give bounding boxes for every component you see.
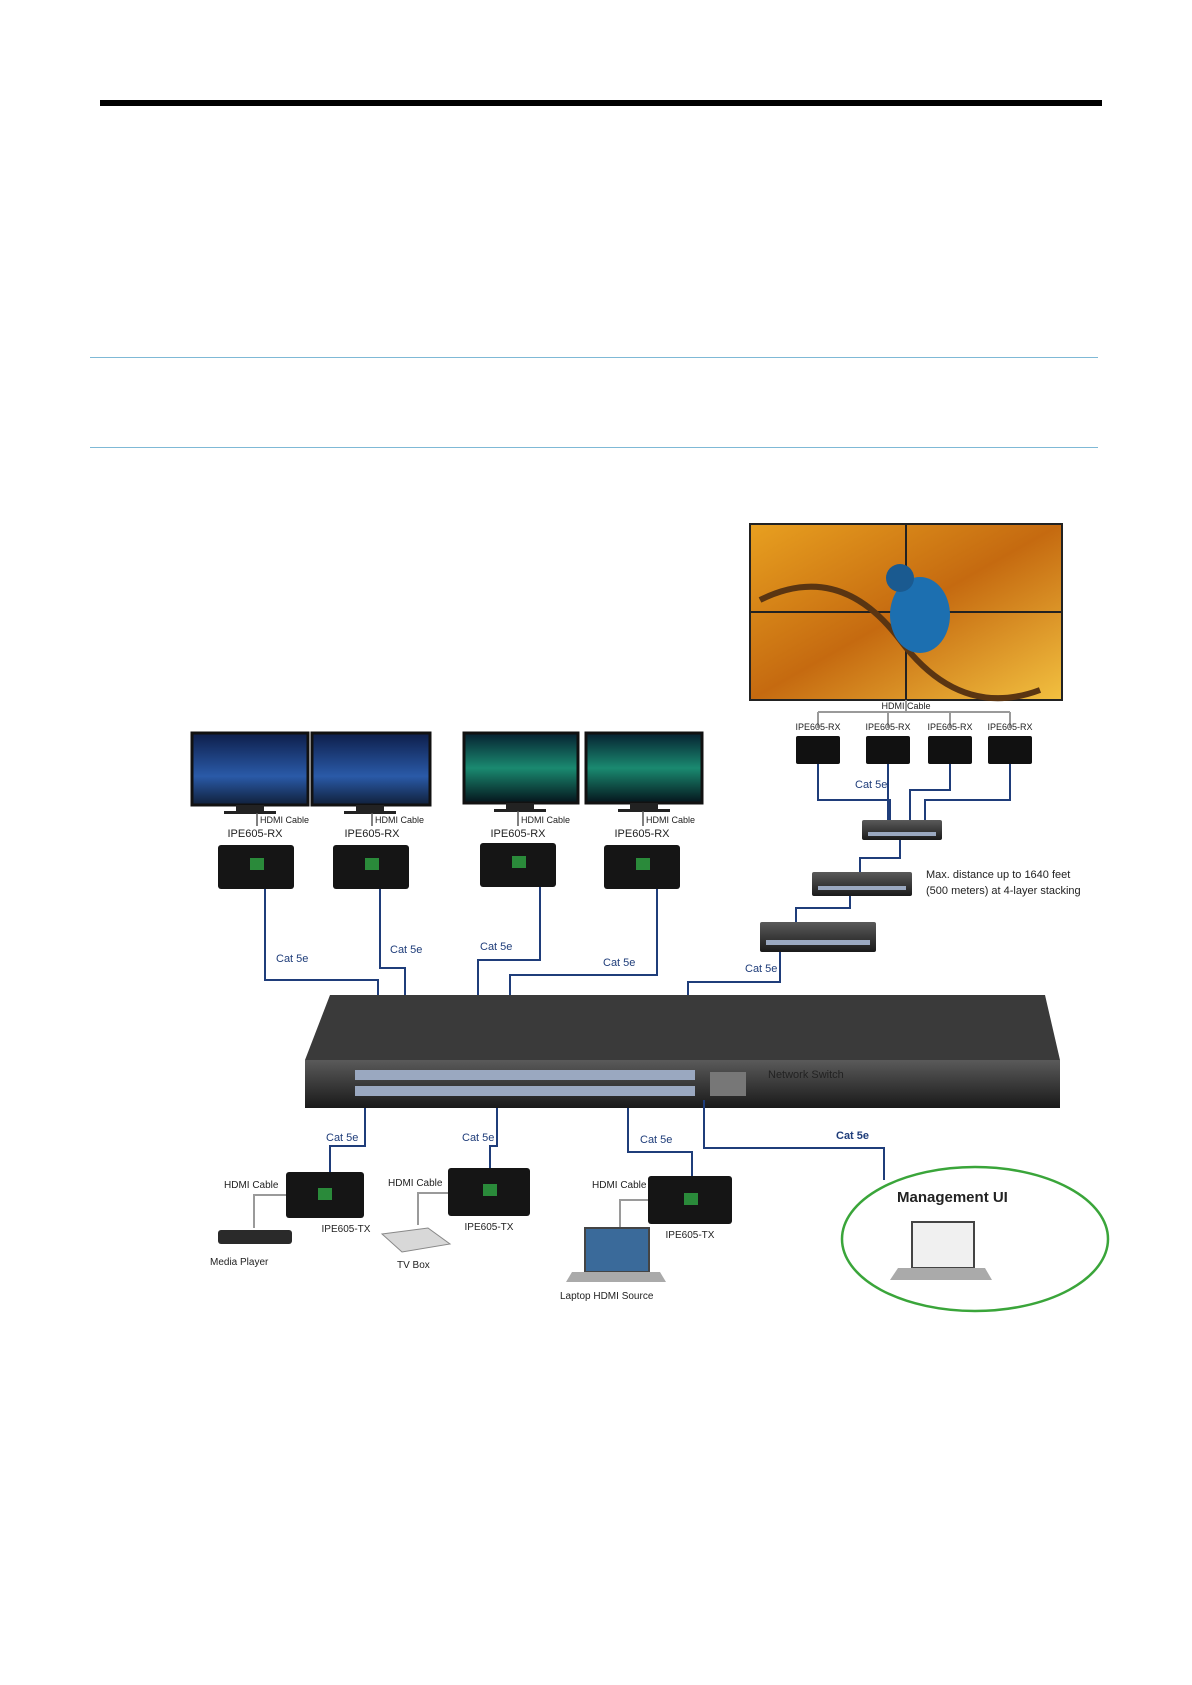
source-hdmi [253,1192,648,1228]
wall-hdmi-bus [817,700,1011,728]
hdmi-label-mon-2: HDMI Cable [375,815,424,825]
rx-label-3: IPE605-RX [490,828,546,840]
hdmi-label-src-1: HDMI Cable [224,1180,279,1191]
stack-cable-1 [859,840,901,872]
hdmi-label-mon-4: HDMI Cable [646,815,695,825]
stack-switch-3 [760,922,876,952]
section-rule-top [90,357,1098,358]
laptop-source [566,1227,666,1282]
monitor-3 [462,731,580,812]
laptop-source-label: Laptop HDMI Source [560,1291,654,1302]
video-wall [749,523,1063,702]
distance-line-1: Max. distance up to 1640 feet [926,869,1070,881]
distance-line-2: (500 meters) at 4-layer stacking [926,885,1081,897]
tx-devices [286,1168,732,1224]
monitor-4 [584,731,704,812]
hdmi-label-mon-1: HDMI Cable [260,815,309,825]
cat5e-label-4: Cat 5e [603,957,635,969]
cat5e-label-tx-2: Cat 5e [462,1132,494,1144]
hdmi-label-mon-3: HDMI Cable [521,815,570,825]
monitor-1 [190,731,310,814]
hdmi-label-src-2: HDMI Cable [388,1178,443,1189]
network-switch-label: Network Switch [768,1069,844,1081]
stack-cable-2 [795,896,851,922]
section-rule-bottom [90,447,1098,448]
rx-devices-top [218,843,680,889]
tv-box-label: TV Box [397,1260,430,1271]
tx-label-2: IPE605-TX [465,1222,514,1233]
wall-rx-label-1: IPE605-RX [795,722,840,732]
hdmi-label-src-3: HDMI Cable [592,1180,647,1191]
stack-switch-1 [862,820,942,840]
wall-hdmi-label: HDMI Cable [881,701,930,711]
tv-box [380,1227,452,1253]
cat5e-label-wall: Cat 5e [855,779,887,791]
media-player-label: Media Player [210,1257,269,1268]
rx-label-1: IPE605-RX [227,828,283,840]
top-rule [100,100,1102,106]
monitor-2 [310,731,432,814]
wall-rx-label-4: IPE605-RX [987,722,1032,732]
cat5e-label-stack: Cat 5e [745,963,777,975]
wall-rx-label-2: IPE605-RX [865,722,910,732]
wall-rx-label-3: IPE605-RX [927,722,972,732]
tx-cables [329,1100,885,1180]
media-player [218,1230,292,1244]
monitor-hdmi [256,811,644,826]
rx-label-2: IPE605-RX [344,828,400,840]
management-ui-label: Management UI [897,1189,1008,1206]
cat5e-label-2: Cat 5e [390,944,422,956]
cat5e-label-tx-1: Cat 5e [326,1132,358,1144]
cat5e-label-3: Cat 5e [480,941,512,953]
rx-label-4: IPE605-RX [614,828,670,840]
tx-label-3: IPE605-TX [666,1230,715,1241]
wall-receivers: IPE605-RX IPE605-RX IPE605-RX IPE605-RX [795,722,1033,764]
wall-cables [817,764,1011,820]
network-switch [305,995,1060,1108]
cat5e-label-1: Cat 5e [276,953,308,965]
tx-label-1: IPE605-TX [322,1224,371,1235]
management-ui [840,1165,1110,1313]
cat5e-label-mgmt: Cat 5e [836,1130,869,1142]
stack-switch-2 [812,872,912,896]
cat5e-label-tx-3: Cat 5e [640,1134,672,1146]
